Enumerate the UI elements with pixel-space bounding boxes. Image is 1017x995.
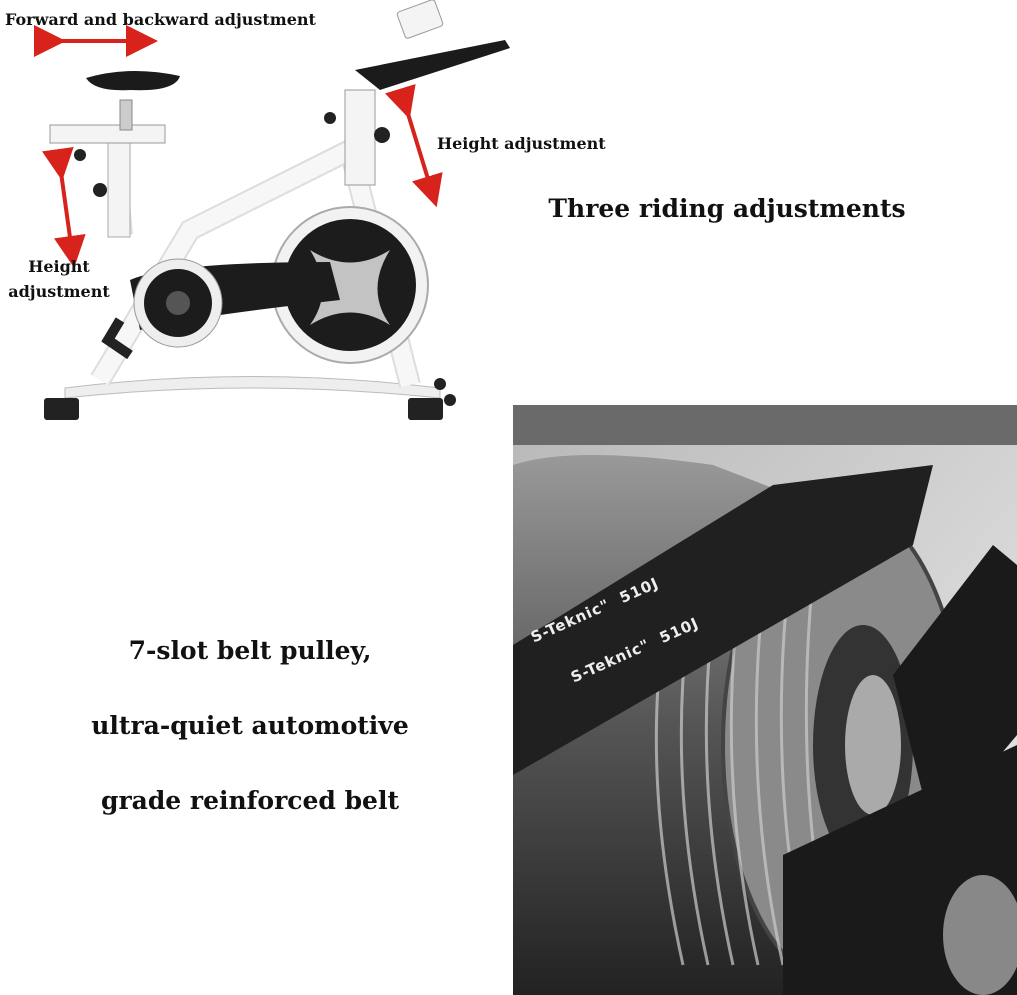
- caption-line-1: 7-slot belt pulley,: [128, 636, 372, 665]
- forward-backward-label: Forward and backward adjustment: [5, 10, 316, 29]
- handlebar-height-arrow-icon: [385, 84, 443, 208]
- seat-height-label: Height adjustment: [5, 254, 113, 304]
- caption-line-2: ultra-quiet automotive: [91, 711, 409, 740]
- seat-height-label-line2: adjustment: [8, 282, 110, 301]
- seat-height-arrow-icon: [41, 146, 86, 268]
- belt-pulley-photo: S-Teknic" 510J S-Teknic" 510J: [513, 405, 1017, 995]
- seat-height-label-line1: Height: [28, 257, 90, 276]
- caption-line-3: grade reinforced belt: [100, 786, 400, 815]
- handlebar-height-label: Height adjustment: [437, 134, 606, 153]
- spin-bike-illustration: [34, 0, 510, 420]
- headline: Three riding adjustments: [548, 194, 906, 223]
